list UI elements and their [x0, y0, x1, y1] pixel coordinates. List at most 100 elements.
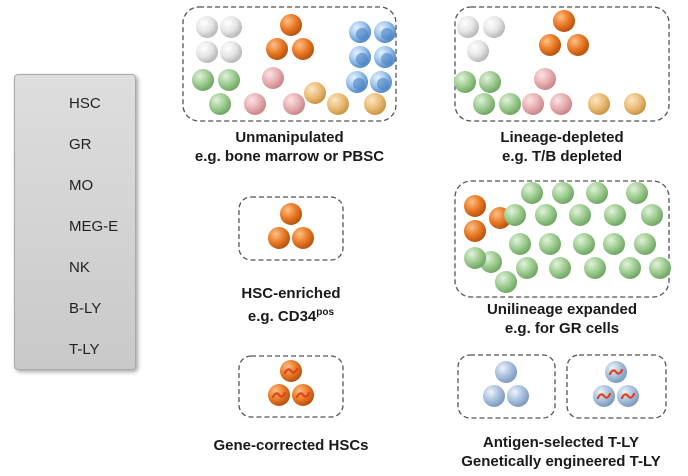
unilineage-caption: Unilineage expanded e.g. for GR cells: [455, 300, 669, 338]
antigen-selected-caption: Antigen-selected T-LY Genetically engine…: [443, 433, 679, 471]
gene-corrected-title: Gene-corrected HSCs: [213, 437, 369, 454]
antigen-selected-panel: [457, 354, 556, 419]
gene-corrected-panel: [238, 355, 344, 418]
gr-cell-icon: [504, 204, 526, 226]
legend-label-mo: MO: [69, 177, 94, 194]
gene-corrected-t-ly-cell-icon: [605, 361, 627, 383]
gr-cell-icon: [649, 257, 671, 279]
gr-cell-icon: [218, 69, 240, 91]
gr-cell-icon: [454, 71, 476, 93]
b-ly-cell-icon: [346, 71, 368, 93]
gene-corrected-hsc-cell-icon: [268, 384, 290, 406]
meg-e-cell-icon: [283, 93, 305, 115]
b-ly-cell-icon: [349, 46, 371, 68]
meg-e-cell-icon: [262, 67, 284, 89]
gr-cell-icon: [569, 204, 591, 226]
nk-cell-icon: [304, 82, 326, 104]
gr-cell-icon: [634, 233, 656, 255]
b-ly-cell-icon: [374, 21, 396, 43]
meg-e-cell-icon: [244, 93, 266, 115]
gr-cell-icon: [521, 182, 543, 204]
lineage-depleted-caption: Lineage-depleted e.g. T/B depleted: [455, 128, 669, 166]
hsc-cell-icon: [292, 227, 314, 249]
mo-cell-icon: [457, 16, 479, 38]
gr-cell-icon: [509, 233, 531, 255]
gr-cell-icon: [473, 93, 495, 115]
genetically-engineered-panel: [566, 354, 667, 419]
b-ly-cell-icon: [370, 71, 392, 93]
gene-corrected-hsc-cell-icon: [292, 384, 314, 406]
hsc-cell-icon: [280, 14, 302, 36]
gr-cell-icon: [479, 71, 501, 93]
unilineage-example: e.g. for GR cells: [504, 320, 620, 337]
gr-cell-icon: [641, 204, 663, 226]
hsc-cell-icon: [553, 10, 575, 32]
lineage-depleted-panel: [454, 6, 670, 122]
gr-cell-icon: [464, 247, 486, 269]
genetically-engineered-title: Genetically engineered T-LY: [461, 453, 661, 470]
gr-cell-icon: [516, 257, 538, 279]
nk-cell-icon: [327, 93, 349, 115]
hsc-enriched-title: HSC-enriched: [241, 285, 341, 302]
gr-cell-icon: [619, 257, 641, 279]
unmanipulated-caption: Unmanipulated e.g. bone marrow or PBSC: [183, 128, 396, 166]
hsc-cell-icon: [280, 203, 302, 225]
unmanipulated-example: e.g. bone marrow or PBSC: [194, 148, 385, 165]
legend-label-t-ly: T-LY: [69, 341, 100, 358]
legend-label-b-ly: B-LY: [69, 300, 102, 317]
meg-e-cell-icon: [550, 93, 572, 115]
hsc-enriched-caption: HSC-enriched e.g. CD34pos: [211, 284, 371, 326]
antigen-selected-title: Antigen-selected T-LY: [482, 434, 640, 451]
cell-type-legend: HSC GR MO MEG-E NK B-LY T-LY: [14, 74, 136, 370]
gr-cell-icon: [604, 204, 626, 226]
lineage-depleted-example: e.g. T/B depleted: [501, 148, 622, 165]
hsc-enriched-example: e.g. CD34pos: [247, 307, 335, 325]
gr-cell-icon: [192, 69, 214, 91]
mo-cell-icon: [196, 16, 218, 38]
mo-cell-icon: [196, 41, 218, 63]
hsc-cell-icon: [464, 220, 486, 242]
gr-cell-icon: [586, 182, 608, 204]
mo-cell-icon: [467, 40, 489, 62]
gr-cell-icon: [552, 182, 574, 204]
gr-cell-icon: [495, 271, 517, 293]
t-ly-cell-icon: [483, 385, 505, 407]
meg-e-cell-icon: [534, 68, 556, 90]
t-ly-cell-icon: [507, 385, 529, 407]
unilineage-title: Unilineage expanded: [486, 301, 638, 318]
b-ly-cell-icon: [374, 46, 396, 68]
gr-cell-icon: [499, 93, 521, 115]
t-ly-cell-icon: [495, 361, 517, 383]
b-ly-cell-icon: [349, 21, 371, 43]
meg-e-cell-icon: [522, 93, 544, 115]
nk-cell-icon: [624, 93, 646, 115]
hsc-cell-icon: [567, 34, 589, 56]
mo-cell-icon: [220, 41, 242, 63]
legend-label-nk: NK: [69, 259, 90, 276]
legend-label-meg-e: MEG-E: [69, 218, 119, 235]
lineage-depleted-title: Lineage-depleted: [500, 129, 624, 146]
gr-cell-icon: [209, 93, 231, 115]
legend-label-gr: GR: [69, 136, 92, 153]
nk-cell-icon: [364, 93, 386, 115]
hsc-cell-icon: [266, 38, 288, 60]
gr-cell-icon: [626, 182, 648, 204]
gr-cell-icon: [549, 257, 571, 279]
hsc-cell-icon: [292, 38, 314, 60]
nk-cell-icon: [588, 93, 610, 115]
mo-cell-icon: [220, 16, 242, 38]
gr-cell-icon: [603, 233, 625, 255]
gr-cell-icon: [584, 257, 606, 279]
gene-corrected-t-ly-cell-icon: [593, 385, 615, 407]
gene-corrected-hsc-cell-icon: [280, 360, 302, 382]
legend-label-hsc: HSC: [69, 95, 101, 112]
mo-cell-icon: [483, 16, 505, 38]
hsc-cell-icon: [268, 227, 290, 249]
hsc-cell-icon: [539, 34, 561, 56]
gene-corrected-t-ly-cell-icon: [617, 385, 639, 407]
gr-cell-icon: [573, 233, 595, 255]
gene-corrected-caption: Gene-corrected HSCs: [201, 436, 381, 455]
gr-cell-icon: [535, 204, 557, 226]
unmanipulated-title: Unmanipulated: [235, 129, 344, 146]
hsc-enriched-panel: [238, 196, 344, 261]
